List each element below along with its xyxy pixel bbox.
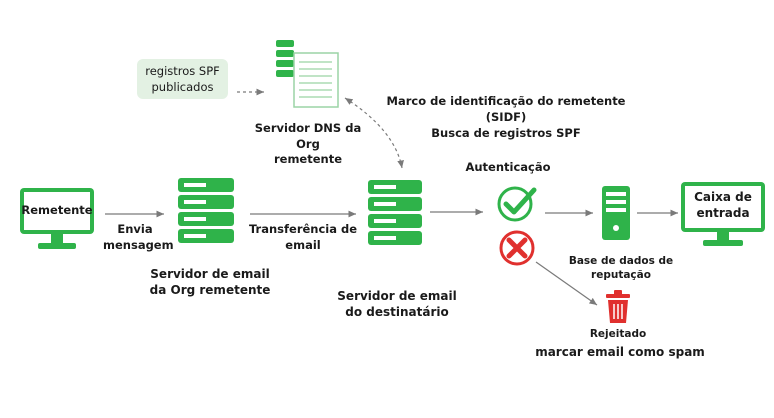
dns-server [268, 38, 348, 108]
recipient-mail-server-label: Servidor de email do destinatário [337, 289, 457, 320]
inbox-label: Caixa de entrada [694, 190, 752, 221]
send-message-label: Envia mensagem [103, 222, 174, 252]
cross-icon [499, 230, 535, 266]
arrow-dns-recipient-lookup [344, 97, 404, 169]
monitor-icon [681, 182, 765, 246]
sidf-subtitle: Busca de registros SPF [431, 126, 581, 140]
sidf-title: Marco de identificação do remetente (SID… [386, 94, 626, 124]
reputation-database-label: Base de dados de reputação [568, 255, 674, 282]
trash-icon [606, 290, 630, 323]
checkmark-icon [497, 186, 537, 222]
dns-server-icon [276, 40, 339, 108]
monitor-icon [20, 188, 94, 249]
sender-label: Remetente [21, 203, 93, 217]
dns-server-label: Servidor DNS da Org remetente [254, 121, 362, 167]
spf-records-note: registros SPF publicados [137, 59, 228, 99]
spam-action-label: marcar email como spam [535, 345, 705, 359]
server-icon [368, 180, 422, 245]
transfer-label: Transferência de email [248, 222, 358, 252]
arrow-reject-to-trash [535, 261, 598, 306]
sender-computer: Remetente [20, 188, 94, 254]
database-tower-icon [602, 186, 630, 240]
rejected-label: Rejeitado [589, 328, 647, 340]
recipient-mail-server [368, 180, 428, 246]
sender-mail-server-label: Servidor de email da Org remetente [149, 267, 271, 298]
authentication-label: Autenticação [465, 160, 551, 174]
reputation-database [602, 186, 632, 242]
sender-mail-server [178, 178, 238, 244]
server-icon [178, 178, 234, 243]
inbox-computer: Caixa de entrada [681, 182, 767, 248]
